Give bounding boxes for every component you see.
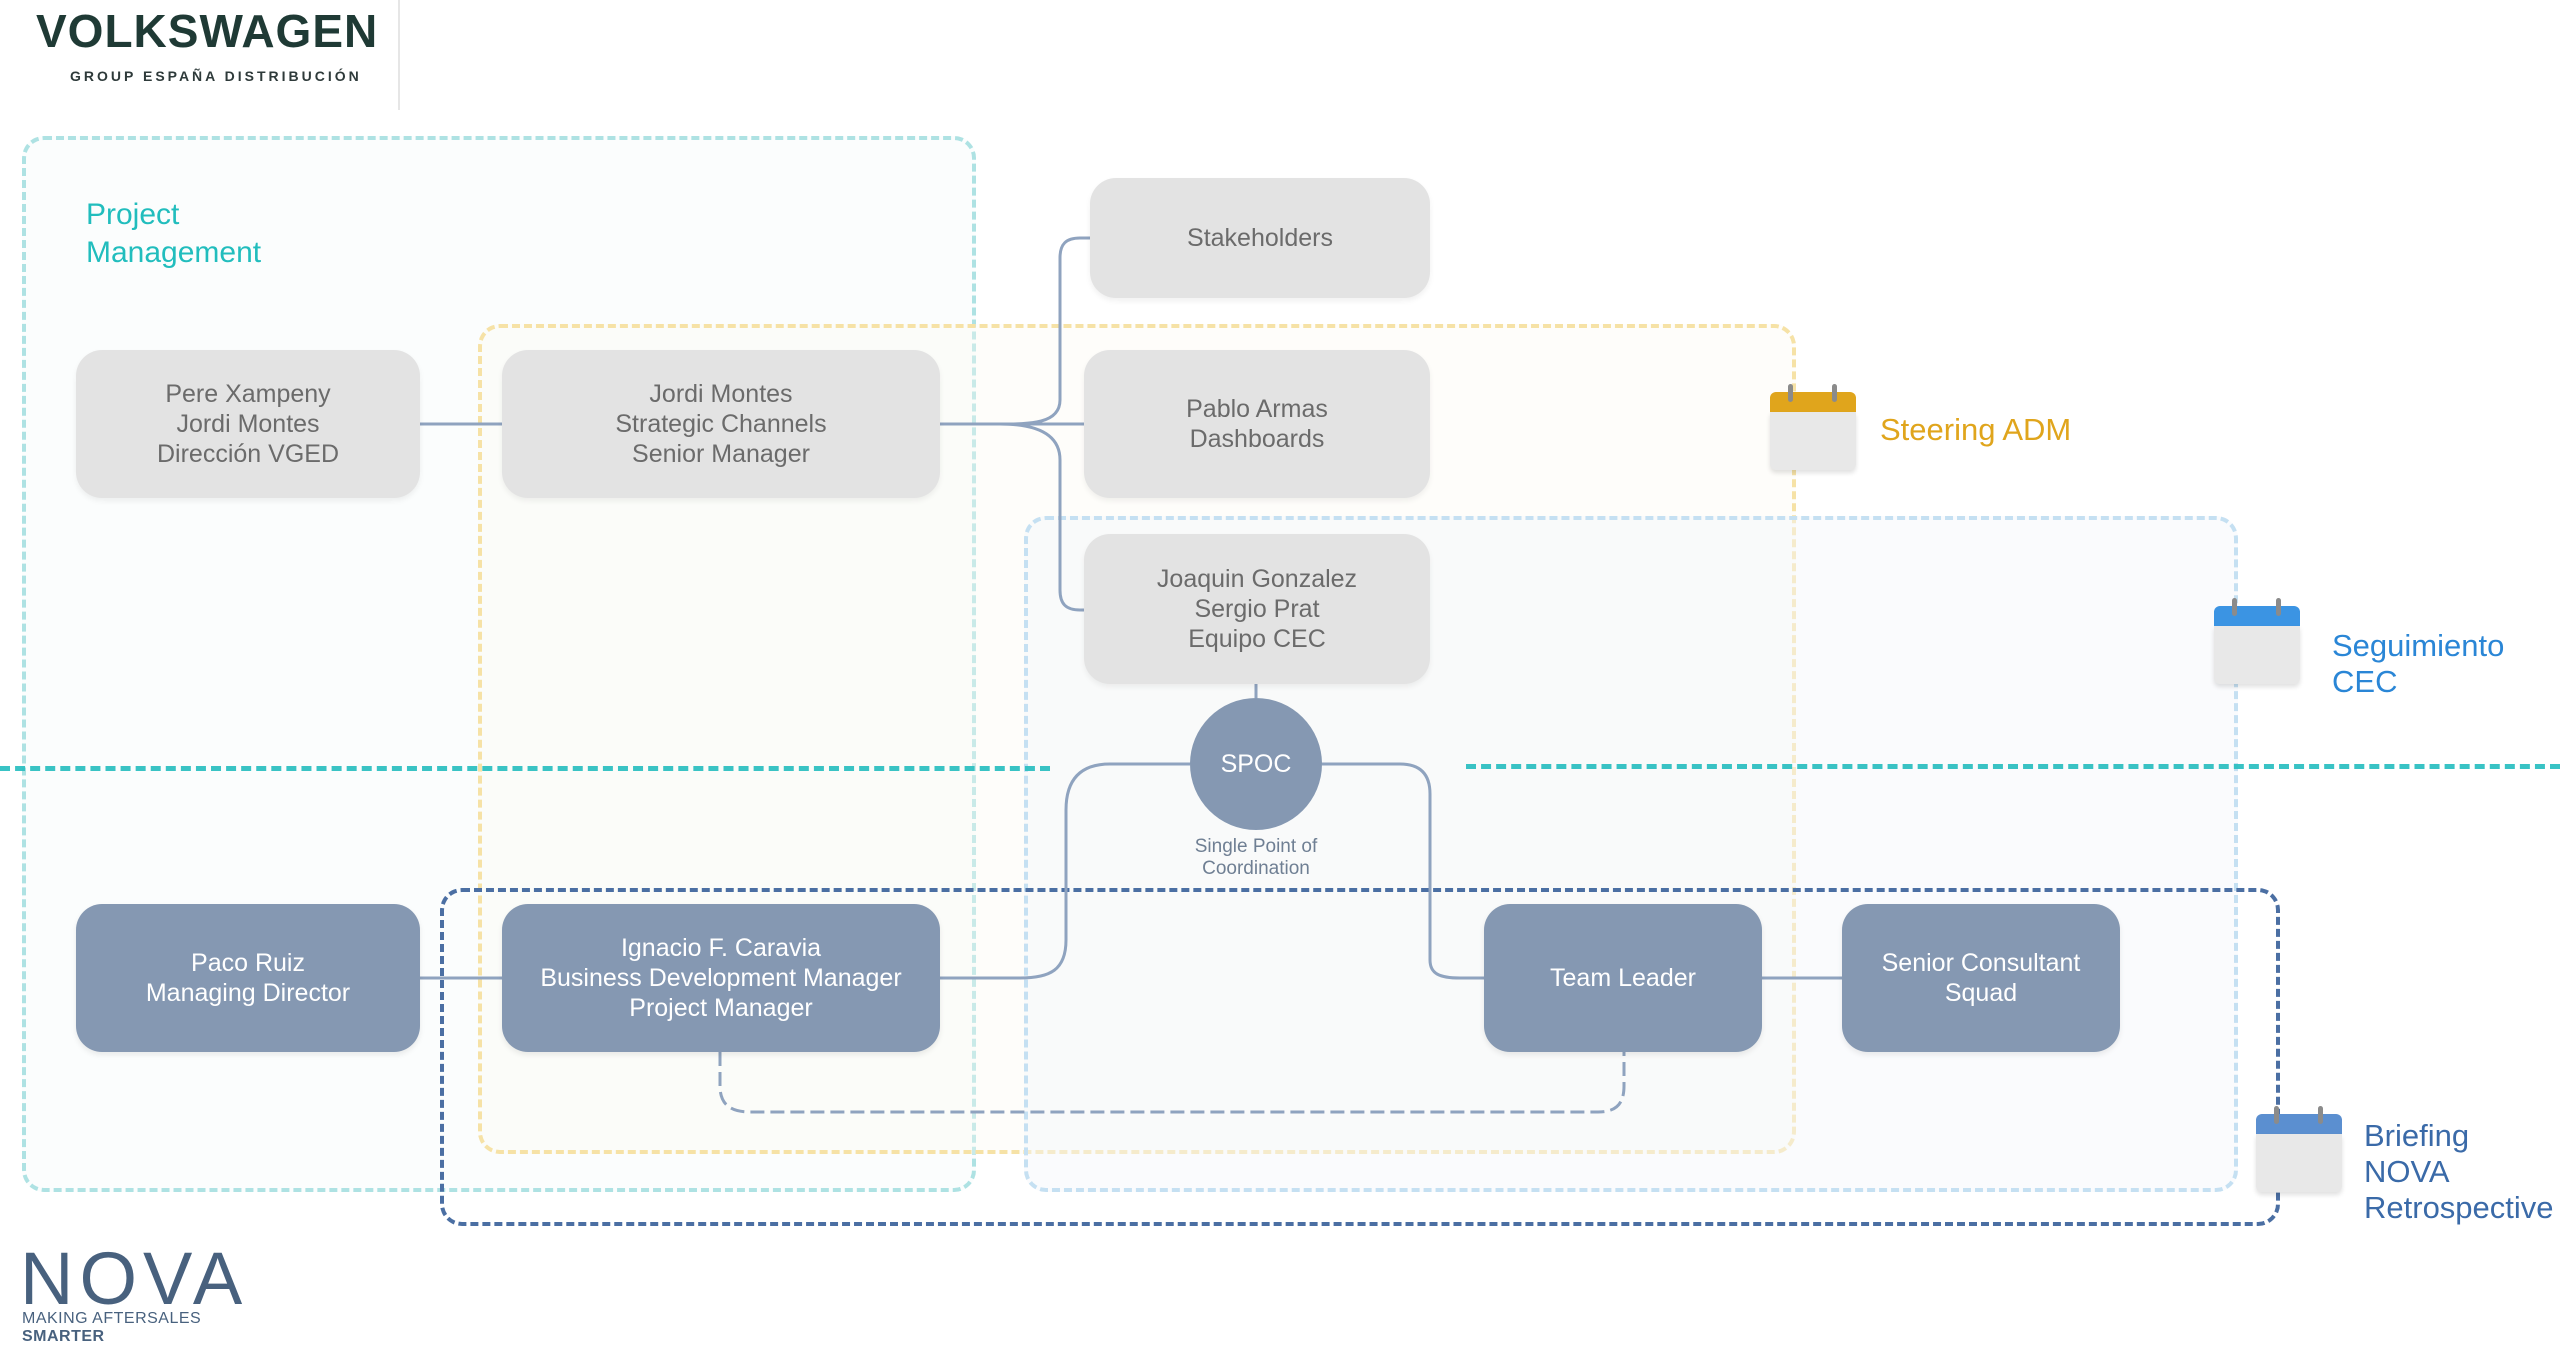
spoc-caption-line1: Single Point of [1194, 836, 1318, 857]
box-joaquin-line1: Joaquin Gonzalez [1156, 565, 1358, 593]
project-management-label-line1: Project [86, 198, 180, 231]
cec-calendar-icon [2214, 598, 2300, 684]
box-jordi-line1: Jordi Montes [649, 380, 793, 408]
project-management-label: Project Management [86, 196, 261, 272]
box-jordi-line3: Senior Manager [632, 440, 810, 468]
briefing-nova-region [440, 888, 2280, 1226]
box-senior-line2: Squad [1944, 979, 2018, 1007]
spoc-label: SPOC [1220, 749, 1292, 778]
spoc-node: SPOC [1190, 698, 1322, 830]
box-team-leader-line1: Team Leader [1550, 964, 1696, 992]
volkswagen-logo: VOLKSWAGEN GROUP ESPAÑA DISTRIBUCIÓN [0, 0, 400, 110]
nova-wordmark: NOVA [20, 1237, 249, 1320]
steering-calendar-icon [1770, 384, 1856, 470]
spoc-caption-line2: Coordination [1202, 858, 1310, 879]
box-jordi-montes: Jordi Montes Strategic Channels Senior M… [502, 350, 940, 498]
box-ignacio-line1: Ignacio F. Caravia [620, 934, 822, 962]
box-team-leader: Team Leader [1484, 904, 1762, 1052]
box-senior-consultant: Senior Consultant Squad [1842, 904, 2120, 1052]
nova-calendar-icon [2256, 1106, 2342, 1192]
box-paco-ruiz: Paco Ruiz Managing Director [76, 904, 420, 1052]
brand-subtitle: GROUP ESPAÑA DISTRIBUCIÓN [70, 68, 362, 84]
box-pere-line3: Dirección VGED [157, 440, 339, 468]
box-pablo-line2: Dashboards [1189, 425, 1325, 453]
box-pere-line1: Pere Xampeny [165, 380, 331, 408]
divider-line-right [1466, 764, 2560, 769]
box-senior-line1: Senior Consultant [1881, 949, 2081, 977]
briefing-nova-label-line2: Retrospective [2364, 1190, 2554, 1225]
box-pere-line2: Jordi Montes [176, 410, 320, 438]
nova-logo: NOVA MAKING AFTERSALES SMARTER [20, 1237, 280, 1346]
connector-ignacio-team-loop [718, 1052, 1626, 1114]
box-stakeholders-line1: Stakeholders [1187, 224, 1333, 252]
box-jordi-line2: Strategic Channels [615, 410, 827, 438]
box-pablo-armas: Pablo Armas Dashboards [1084, 350, 1430, 498]
box-joaquin-line2: Sergio Prat [1194, 595, 1320, 623]
nova-tagline-bold: SMARTER [22, 1328, 105, 1345]
brand-name: VOLKSWAGEN [36, 5, 379, 57]
box-paco-line2: Managing Director [145, 979, 351, 1007]
spoc-caption: Single Point of Coordination [1156, 836, 1356, 880]
seguimiento-cec-label: Seguimiento CEC [2332, 628, 2505, 699]
project-management-label-line2: Management [86, 236, 262, 269]
header-divider [398, 0, 400, 110]
connector-jordi-branch [940, 236, 1090, 426]
connector-spoc-ignacio [940, 762, 1190, 980]
connector-spoc-team [1322, 762, 1484, 980]
box-joaquin-gonzalez: Joaquin Gonzalez Sergio Prat Equipo CEC [1084, 534, 1430, 684]
briefing-nova-label-line1: Briefing NOVA [2364, 1118, 2470, 1189]
box-pablo-line1: Pablo Armas [1186, 395, 1328, 423]
box-ignacio-line3: Project Manager [629, 994, 813, 1022]
steering-adm-label: Steering ADM [1880, 412, 2072, 447]
box-joaquin-line3: Equipo CEC [1188, 625, 1326, 653]
box-ignacio-line2: Business Development Manager [540, 964, 902, 992]
box-paco-line1: Paco Ruiz [191, 949, 305, 977]
briefing-nova-label: Briefing NOVA Retrospective [2364, 1118, 2560, 1226]
nova-tagline: MAKING AFTERSALES SMARTER [22, 1310, 280, 1346]
box-pere-xampeny: Pere Xampeny Jordi Montes Dirección VGED [76, 350, 420, 498]
box-stakeholders: Stakeholders [1090, 178, 1430, 298]
nova-tagline-prefix: MAKING AFTERSALES [22, 1310, 202, 1327]
box-ignacio-caravia: Ignacio F. Caravia Business Development … [502, 904, 940, 1052]
connector-jordi-joaquin [999, 422, 1084, 612]
divider-line-left [0, 766, 1050, 771]
